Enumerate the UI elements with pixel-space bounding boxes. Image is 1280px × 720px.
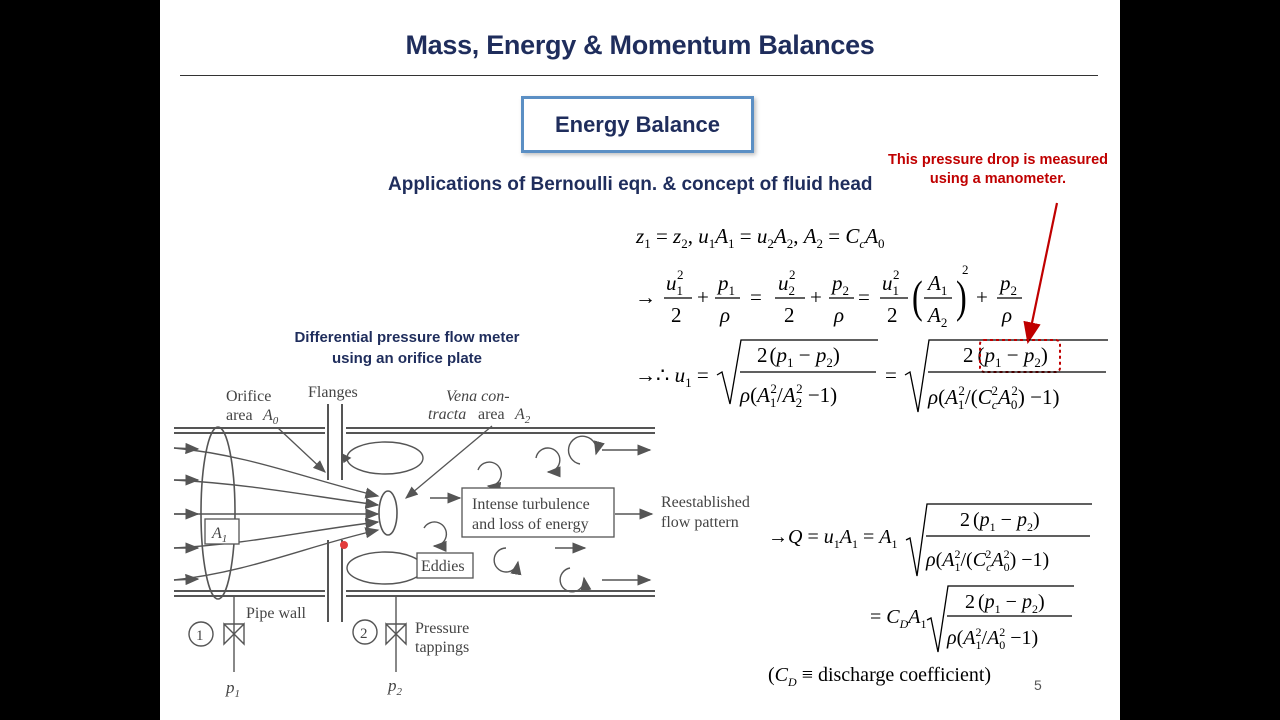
flanges-label: Flanges: [308, 384, 358, 401]
slide-title: Mass, Energy & Momentum Balances: [405, 30, 875, 60]
svg-text:ρ(A12/(Cc2A02) −1): ρ(A12/(Cc2A02) −1): [925, 547, 1049, 574]
turbulence-line2: and loss of energy: [472, 516, 589, 533]
svg-text:ρ: ρ: [719, 303, 730, 327]
equation-1: z1 = z2, u1A1 = u2A2, A2 = CcA0: [635, 224, 885, 251]
equation-5: = CDA1 2(p1 − p2) ρ(A12/A02 −1): [870, 585, 1074, 653]
pressure-line2: tappings: [415, 639, 469, 656]
figure-text: Orifice area A0 Flanges Vena con- tracta…: [211, 384, 750, 656]
section-box-label: Energy Balance: [554, 111, 721, 137]
tap2-number: 2: [360, 626, 368, 642]
pipe-walls: [174, 427, 655, 597]
orifice-area-word: area: [226, 407, 253, 424]
orifice-label: Orifice: [226, 388, 271, 405]
slide: Mass, Energy & Momentum Balances Energy …: [160, 0, 1120, 720]
reestablished-line1: Reestablished: [661, 494, 750, 511]
equation-3: →∴ u1 = 2(p1 − p2) ρ(A12/A22 −1) = 2(p1 …: [635, 339, 1108, 413]
title-divider: [180, 75, 1098, 76]
manometer-note: This pressure drop is measured using a m…: [874, 151, 1120, 189]
svg-text:ρ: ρ: [833, 303, 844, 327]
svg-text:A1: A1: [926, 271, 947, 298]
vena-label-line2: tracta: [428, 406, 466, 423]
eddies-label: Eddies: [421, 558, 465, 575]
svg-text:+: +: [810, 285, 822, 309]
a1-label-box: [204, 518, 240, 545]
svg-text:p2: p2: [998, 271, 1017, 298]
svg-text:u12: u12: [882, 267, 900, 298]
section-box: Energy Balance: [521, 96, 754, 153]
discharge-note-text: discharge coefficient: [818, 664, 985, 686]
svg-text:2(p1 − p2): 2(p1 − p2): [965, 591, 1045, 616]
svg-text:= CDA1: = CDA1: [870, 606, 927, 631]
slide-subtitle: Applications of Bernoulli eqn. & concept…: [388, 174, 873, 195]
svg-text:ρ: ρ: [1001, 303, 1012, 327]
p2-label: p2: [387, 676, 403, 698]
pressure-tapping-1: [188, 596, 245, 672]
eddies-label-box: [416, 552, 474, 579]
manometer-note-line2: using a manometer.: [929, 171, 1067, 187]
svg-text:2(p1 − p2): 2(p1 − p2): [963, 343, 1048, 370]
svg-text:u12: u12: [666, 267, 684, 298]
orifice-meter-diagram: Orifice area A0 Flanges Vena con- tracta…: [173, 202, 1108, 700]
area-a1-ellipse: [200, 426, 236, 600]
svg-text:ρ(A12/A02 −1): ρ(A12/A02 −1): [946, 625, 1038, 652]
svg-text:p2: p2: [830, 271, 849, 298]
figure-caption-line1: Differential pressure flow meter: [294, 329, 520, 346]
equation-2: → u12 2 + p1 ρ = u22 2 + p2 ρ = u12 2: [635, 262, 1022, 330]
svg-text:2(p1 − p2): 2(p1 − p2): [960, 509, 1040, 534]
equations: z1 = z2, u1A1 = u2A2, A2 = CcA0 → u12 2 …: [635, 224, 1108, 689]
streamlines: [173, 447, 380, 581]
svg-text:→Q = u1A1 = A1: →Q = u1A1 = A1: [768, 526, 897, 551]
manometer-note-line1: This pressure drop is measured: [888, 152, 1108, 168]
svg-text:=: =: [858, 285, 870, 309]
pipe-wall-label: Pipe wall: [246, 605, 307, 622]
pointer-dot: [340, 541, 348, 549]
svg-text:A2: A2: [926, 303, 947, 330]
svg-text:2: 2: [671, 303, 682, 327]
svg-text:2(p1 − p2): 2(p1 − p2): [757, 343, 840, 370]
pressure-line1: Pressure: [415, 620, 469, 637]
orifice-plate: [327, 404, 343, 622]
svg-text:(: (: [912, 271, 923, 322]
svg-text:): ): [956, 271, 967, 322]
svg-text:2: 2: [962, 262, 969, 277]
pressure-tapping-2: [352, 596, 407, 672]
svg-text:=: =: [885, 363, 897, 387]
note-arrow: [1023, 202, 1059, 345]
vena-contracta-ellipse: [378, 490, 398, 536]
figure-caption-line2: using an orifice plate: [331, 350, 483, 367]
svg-text:→∴ u1 =: →∴ u1 =: [635, 363, 709, 390]
tap1-number: 1: [196, 628, 204, 644]
svg-text:ρ(A12/A22 −1): ρ(A12/A22 −1): [739, 381, 837, 410]
svg-text:2: 2: [887, 303, 898, 327]
svg-text:+: +: [976, 285, 988, 309]
orifice-area-symbol: A0: [262, 407, 279, 427]
reestablished-line2: flow pattern: [661, 514, 739, 531]
svg-text:u22: u22: [778, 267, 796, 298]
svg-text:+: +: [697, 285, 709, 309]
vena-area-symbol: A2: [514, 406, 531, 426]
p1-label: p1: [225, 678, 240, 700]
vena-area-word: area: [478, 406, 505, 423]
svg-text:2: 2: [784, 303, 795, 327]
svg-text:→: →: [635, 285, 656, 309]
svg-text:=: =: [750, 285, 762, 309]
svg-text:p1: p1: [716, 271, 735, 298]
discharge-note: (CD ≡ discharge coefficient): [768, 664, 991, 689]
turbulence-label-box: [461, 487, 615, 538]
svg-text:ρ(A12/(Cc2A02) −1): ρ(A12/(Cc2A02) −1): [927, 383, 1059, 412]
equation-4: →Q = u1A1 = A1 2(p1 − p2) ρ(A12/(Cc2A02)…: [768, 503, 1092, 577]
figure-caption: Differential pressure flow meter using a…: [280, 327, 534, 369]
vena-label-line1: Vena con-: [446, 388, 510, 405]
page-number: 5: [1034, 677, 1042, 693]
turbulence-line1: Intense turbulence: [472, 496, 590, 513]
